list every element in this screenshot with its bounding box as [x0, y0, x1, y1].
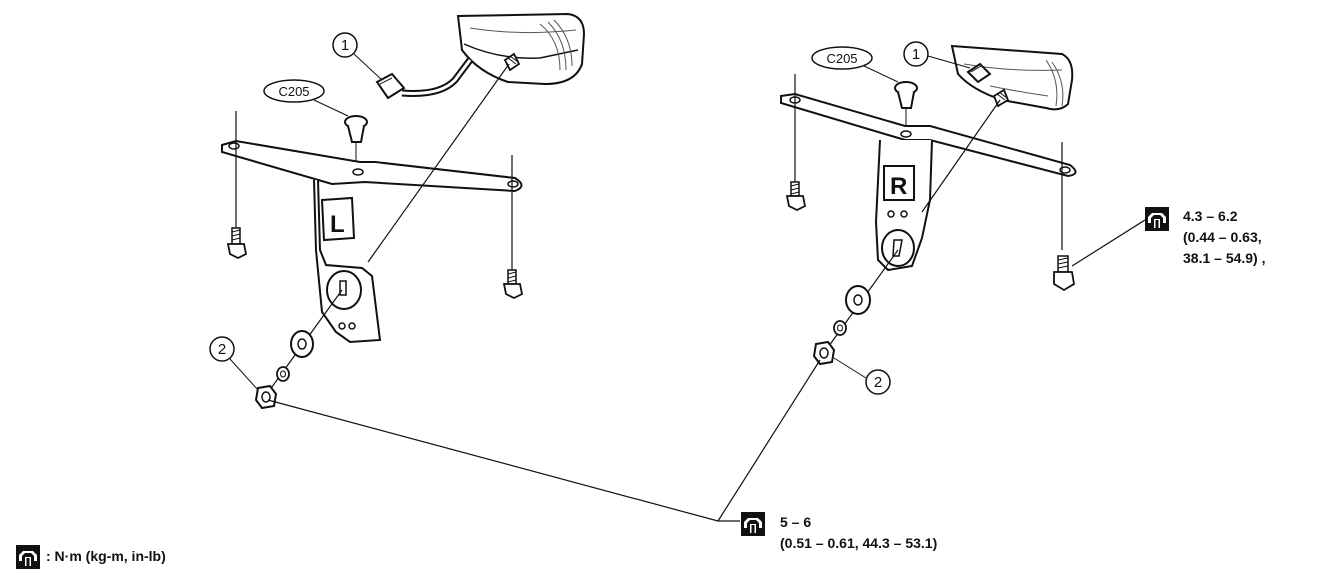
left-connector-label: C205 [278, 84, 309, 99]
left-aiming-screw [503, 52, 521, 72]
right-connector-clip [894, 81, 918, 132]
bolt-torque-line3: 38.1 – 54.9) , [1183, 250, 1266, 266]
bolt-torque-leader [1071, 219, 1146, 267]
left-washer-nut-stack [254, 330, 314, 410]
left-callout-c205: C205 [263, 79, 349, 117]
left-callout-1-label: 1 [341, 37, 349, 54]
right-bracket-mark: R [890, 173, 907, 200]
right-lamp-connector [966, 62, 992, 84]
right-bracket-bolts [785, 74, 1075, 292]
left-bracket-bolts [226, 111, 524, 300]
legend-torque-icon [16, 545, 40, 569]
left-lamp-harness [375, 57, 473, 100]
nut-torque-leaders [267, 359, 821, 522]
right-callout-c205: C205 [811, 46, 899, 83]
nut-torque-line1: 5 – 6 [780, 514, 812, 530]
nut-torque-line2: (0.51 – 0.61, 44.3 – 53.1) [780, 535, 938, 551]
left-mounting-bracket: L [221, 139, 523, 344]
nut-torque-icon [741, 512, 765, 536]
right-connector-label: C205 [826, 51, 857, 66]
right-callout-1-label: 1 [912, 46, 920, 63]
right-aiming-screw [992, 88, 1010, 108]
bolt-torque-icon [1145, 207, 1169, 231]
right-callout-2-label: 2 [874, 374, 882, 391]
left-callout-1: 1 [332, 32, 383, 81]
right-washer-nut-stack [812, 285, 871, 366]
right-callout-1: 1 [903, 41, 971, 69]
torque-unit-legend: : N·m (kg-m, in-lb) [46, 548, 166, 564]
bolt-torque-line1: 4.3 – 6.2 [1183, 208, 1238, 224]
right-mounting-bracket: R [780, 92, 1077, 272]
right-fog-lamp [950, 44, 1074, 111]
bolt-torque-line2: (0.44 – 0.63, [1183, 229, 1262, 245]
right-callout-2: 2 [833, 357, 891, 395]
left-fog-lamp [456, 12, 586, 86]
left-callout-2-label: 2 [218, 341, 226, 358]
nut-torque-spec: 5 – 6 (0.51 – 0.61, 44.3 – 53.1) [780, 512, 937, 554]
left-callout-2: 2 [209, 336, 259, 391]
bolt-torque-spec: 4.3 – 6.2 (0.44 – 0.63, 38.1 – 54.9) , [1183, 206, 1266, 269]
left-bracket-mark: L [330, 211, 345, 238]
